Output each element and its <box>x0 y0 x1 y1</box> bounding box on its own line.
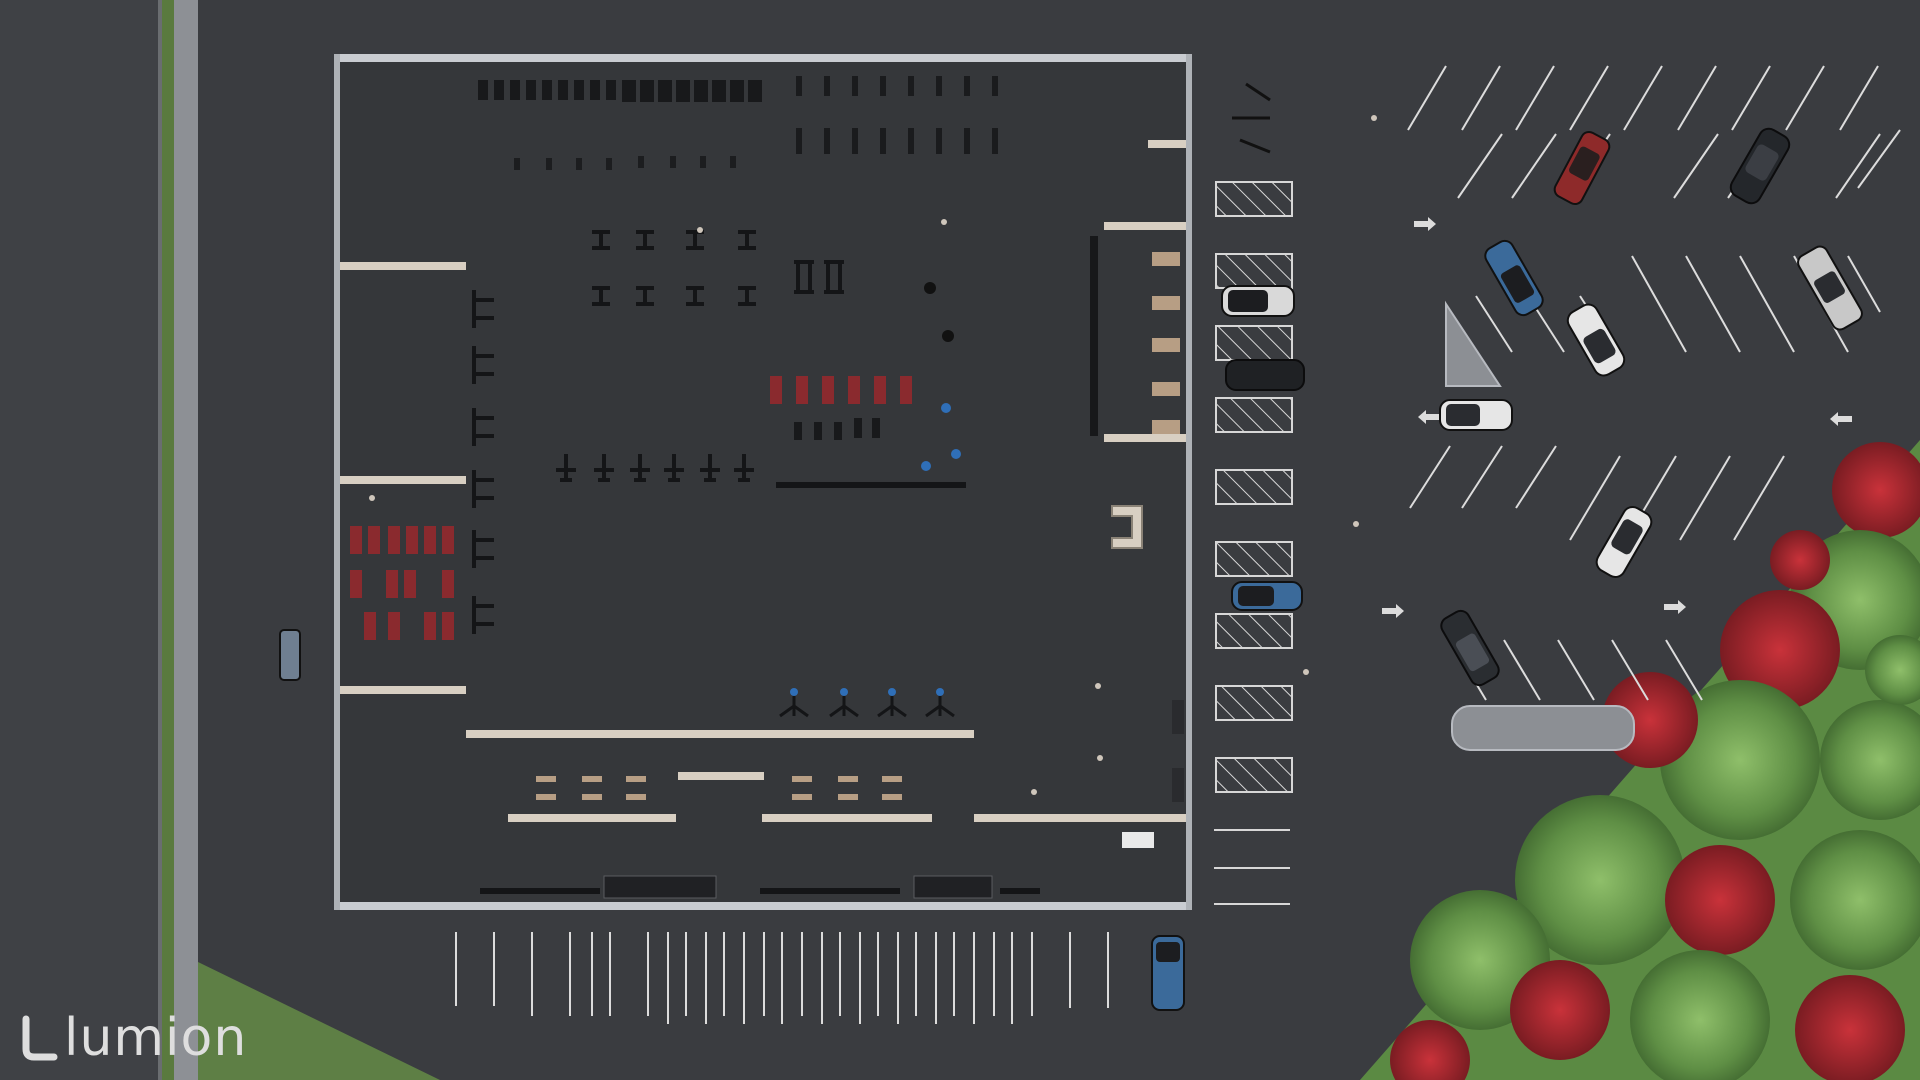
parked-cars <box>279 127 1863 1011</box>
lower-wall-equipment <box>480 888 1040 894</box>
lounge-seating <box>536 776 902 800</box>
treadmill-row <box>478 80 762 102</box>
small-stations <box>514 156 736 170</box>
parking-island <box>1445 300 1502 387</box>
parking-stripes-bottom <box>455 932 1109 1024</box>
road-left <box>0 0 160 1080</box>
sidewalk <box>174 0 198 1080</box>
dumbbell-rack <box>776 482 966 488</box>
tree-canopy <box>1390 442 1920 1080</box>
grass-strip <box>162 0 174 1080</box>
road-curb-line <box>158 0 162 1080</box>
building-wall-top <box>336 54 1192 62</box>
building-wall-left <box>334 54 340 910</box>
doorway-panel <box>1172 700 1184 734</box>
bike-rows <box>796 76 998 154</box>
building-wall-right <box>1186 54 1192 910</box>
weight-machine-row <box>556 454 754 482</box>
grass-corner-bottom-left <box>198 962 440 1080</box>
watermark: lumion <box>20 1006 247 1070</box>
lumion-logo-icon <box>20 1015 58 1061</box>
balance-balls <box>921 403 961 471</box>
shelving-rail <box>1090 236 1098 436</box>
benches-center <box>794 418 880 440</box>
accessible-parking-stalls <box>1214 181 1293 905</box>
display-board <box>1122 832 1154 848</box>
lockers <box>603 875 717 899</box>
storage-shelves <box>1152 252 1180 434</box>
turf-mats-center <box>770 376 912 404</box>
parking-island <box>1451 705 1635 751</box>
people <box>369 115 1377 795</box>
building-floor <box>336 58 1192 908</box>
building-wall-bottom <box>336 902 1192 910</box>
direction-arrows <box>1382 217 1852 618</box>
reception-desk <box>1111 505 1143 549</box>
interior-partitions <box>340 140 1186 822</box>
rig-caps <box>790 688 944 696</box>
bike-rack <box>1232 82 1271 154</box>
doorway-panel <box>1172 768 1184 802</box>
wall-machines-left <box>472 290 494 634</box>
turf-mats-left <box>350 526 454 640</box>
watermark-text: lumion <box>64 1008 248 1068</box>
medicine-ball <box>942 330 954 342</box>
lockers <box>913 875 993 899</box>
medicine-ball <box>924 282 936 294</box>
parking-stripes-diagonal-middle <box>1409 255 1881 541</box>
